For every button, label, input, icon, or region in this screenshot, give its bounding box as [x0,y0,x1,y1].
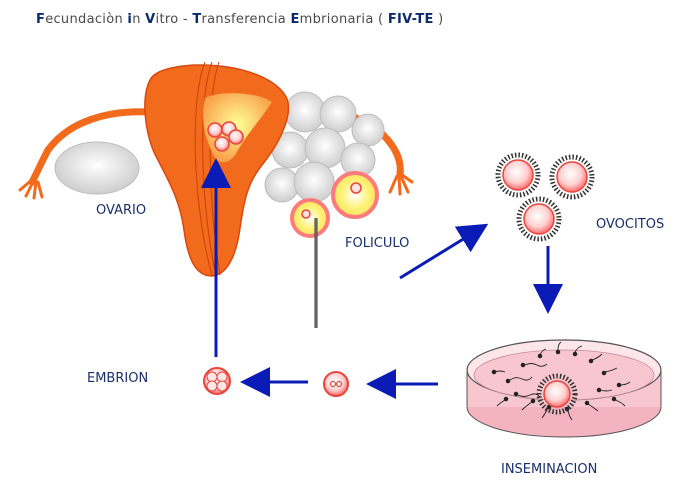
title-i5: E [290,12,300,27]
title-acronym: FIV-TE [387,12,434,27]
title-close: ) [433,12,444,27]
oocyte-1 [495,152,541,198]
oocyte-2 [549,154,595,200]
label-inseminacion: INSEMINACION [501,462,598,477]
title-t5: mbrionaria ( [299,12,388,27]
oocytes [495,152,595,242]
implanted-embryos [207,121,244,152]
ripe-follicles [290,171,379,238]
process-arrows [201,158,563,399]
label-ovario: OVARIO [96,203,147,218]
title-i4: T [192,12,202,27]
label-embrion: EMBRION [87,371,149,386]
right-ovary [264,91,385,203]
title-i1: F [36,12,46,27]
embryo [203,367,231,395]
diagram-title: Fecundaciòn in Vitro - Transferencia Emb… [36,12,444,27]
zygote [323,371,349,397]
label-foliculo: FOLICULO [345,236,410,251]
title-t1: ecundaciòn [45,12,128,27]
title-i2: i [127,12,133,27]
title-t4: ransferencia [201,12,291,27]
label-ovocitos: OVOCITOS [596,217,665,232]
oocyte-3 [516,196,562,242]
arrow-follicle-to-oocytes [399,223,489,280]
title-t3: itro - [155,12,193,27]
left-ovary [54,141,140,195]
petri-dish [466,339,662,438]
title-t2: n [132,12,146,27]
title-i3: V [145,12,156,27]
